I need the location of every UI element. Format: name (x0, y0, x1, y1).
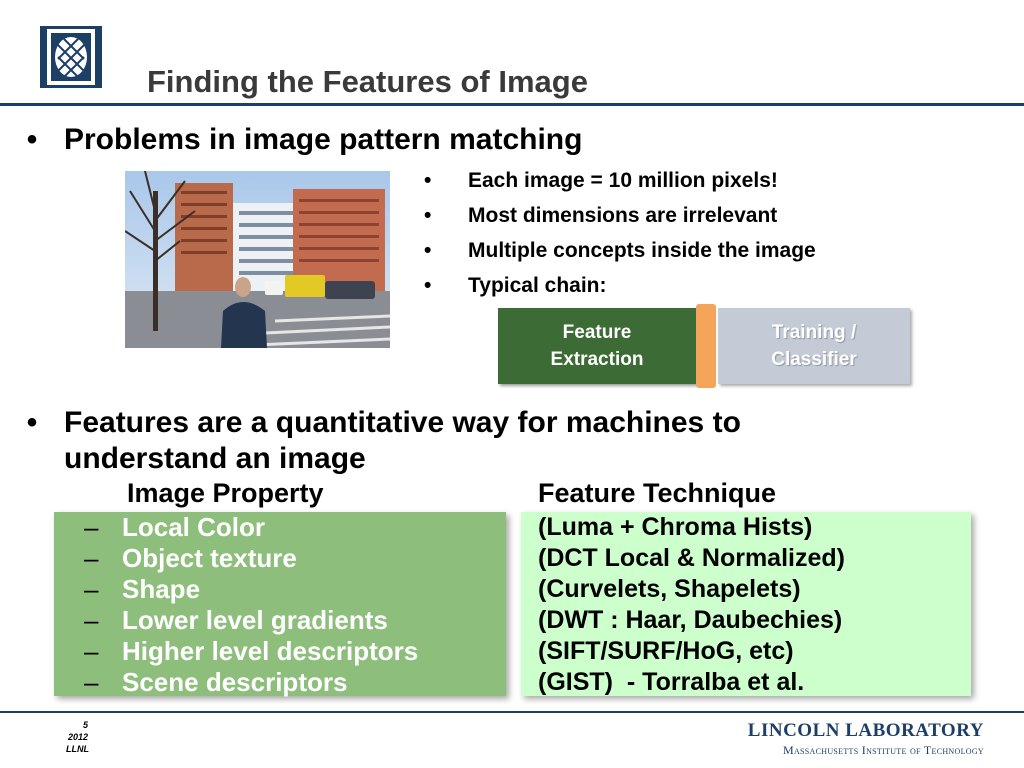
lattice-shield-icon (40, 26, 102, 88)
list-item: (SIFT/SURF/HoG, etc) (538, 637, 794, 665)
lincoln-laboratory-wordmark: LINCOLN LABORATORY Massachusetts Institu… (748, 720, 984, 758)
list-item: –Local Color (84, 512, 418, 543)
feature-extraction-line1: Feature (562, 322, 632, 343)
list-item: –Shape (84, 574, 418, 605)
property-text: Shape (122, 574, 201, 604)
image-property-panel (54, 512, 506, 696)
footer-year: 2012 (67, 732, 88, 742)
dash: – (84, 512, 99, 542)
list-item: –Scene descriptors (84, 667, 418, 698)
title-divider (0, 103, 1024, 106)
training-classifier-box: Training / Classifier (718, 308, 910, 384)
bullet-features-line2: understand an image (64, 442, 366, 475)
sub-bullet-text: Each image = 10 million pixels! (468, 168, 778, 192)
list-item: (DCT Local & Normalized) (538, 544, 845, 572)
sub-bullet-text: Typical chain: (468, 273, 607, 297)
property-text: Higher level descriptors (122, 636, 419, 666)
sub-bullet-text: Most dimensions are irrelevant (468, 203, 778, 227)
bullet-dot: • (424, 168, 432, 192)
processing-chain: Feature Extraction Training / Classifier (498, 304, 912, 388)
dash: – (84, 636, 99, 666)
list-item: • Each image = 10 million pixels! (420, 163, 816, 198)
lab-name-line1: LINCOLN LABORATORY (747, 720, 984, 741)
list-item: (Curvelets, Shapelets) (538, 575, 801, 603)
feature-extraction-line2: Extraction (550, 349, 644, 370)
list-item: –Object texture (84, 543, 418, 574)
feature-extraction-box: Feature Extraction (498, 308, 696, 384)
slide-title: Finding the Features of Image (147, 64, 588, 99)
dash: – (84, 574, 99, 604)
property-text: Local Color (122, 512, 266, 542)
dash: – (84, 667, 99, 697)
bullet-dot: • (424, 273, 432, 297)
bullet-problems-text: Problems in image pattern matching (64, 123, 583, 156)
bullet-dot: • (424, 203, 432, 227)
property-text: Lower level gradients (122, 605, 388, 635)
image-property-header: Image Property (127, 478, 324, 508)
list-item: • Typical chain: (420, 268, 816, 303)
list-item: –Lower level gradients (84, 605, 418, 636)
page-number: 5 (82, 720, 88, 730)
feature-technique-list: (Luma + Chroma Hists) (DCT Local & Norma… (538, 512, 845, 698)
image-property-list: –Local Color –Object texture –Shape –Low… (84, 512, 418, 698)
training-classifier-line2: Classifier (771, 349, 857, 370)
street-photo (125, 171, 390, 348)
footer-meta: 5 2012 LLNL (66, 719, 89, 755)
list-item: (GIST) - Torralba et al. (538, 668, 805, 696)
training-classifier-line1: Training / (771, 322, 857, 343)
footer-divider (0, 711, 1024, 713)
bullet-problems: • Problems in image pattern matching (22, 122, 583, 158)
bullet-features-line1: Features are a quantitative way for mach… (64, 406, 741, 439)
property-text: Object texture (122, 543, 297, 573)
sub-bullet-text: Multiple concepts inside the image (468, 238, 816, 262)
dash: – (84, 543, 99, 573)
property-text: Scene descriptors (122, 667, 348, 697)
chain-separator (696, 304, 716, 388)
bullet-dot: • (26, 406, 38, 439)
bullet-dot: • (424, 238, 432, 262)
list-item: (Luma + Chroma Hists) (538, 513, 813, 541)
feature-technique-header: Feature Technique (538, 478, 777, 508)
dash: – (84, 605, 99, 635)
lab-name-line2: Massachusetts Institute of Technology (783, 743, 984, 757)
list-item: • Multiple concepts inside the image (420, 233, 816, 268)
bullet-dot: • (26, 123, 38, 156)
footer-org: LLNL (66, 744, 89, 754)
sub-bullet-list: • Each image = 10 million pixels! • Most… (420, 163, 816, 303)
list-item: –Higher level descriptors (84, 636, 418, 667)
list-item: • Most dimensions are irrelevant (420, 198, 816, 233)
feature-technique-panel (521, 512, 971, 696)
bullet-features: • Features are a quantitative way for ma… (22, 405, 741, 477)
list-item: (DWT : Haar, Daubechies) (538, 606, 843, 634)
